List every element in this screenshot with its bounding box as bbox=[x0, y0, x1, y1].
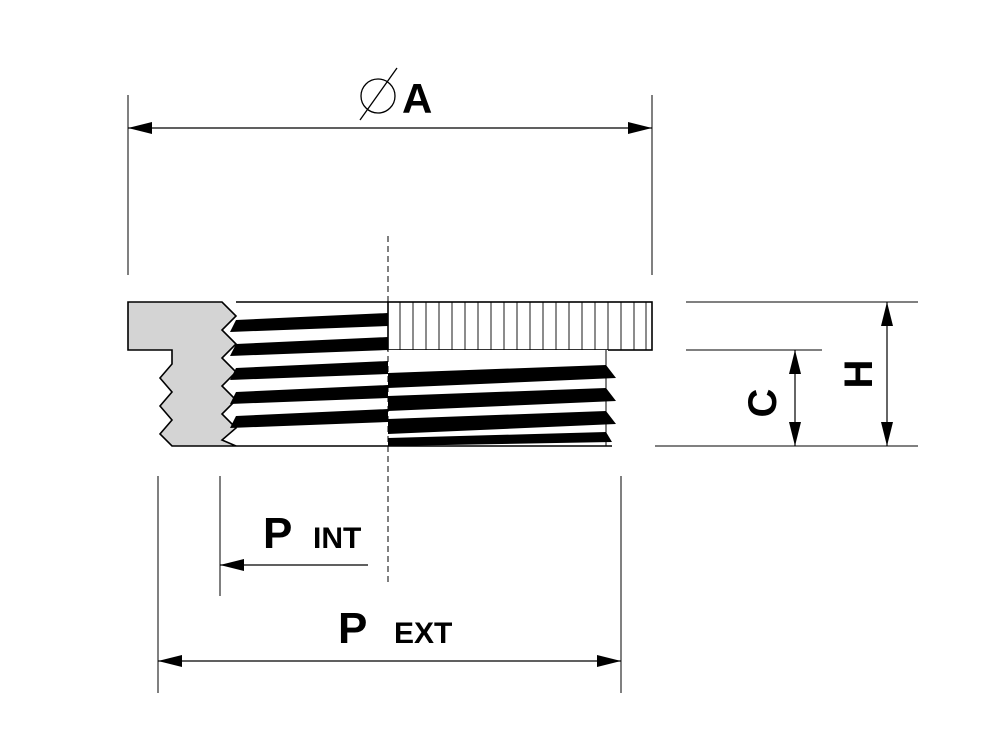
label-a: A bbox=[402, 75, 432, 122]
dimension-p-ext: P EXT bbox=[157, 476, 622, 693]
label-p-ext: P bbox=[338, 604, 367, 653]
label-p-int-sub: INT bbox=[313, 522, 361, 555]
label-p-int: P bbox=[263, 509, 292, 558]
cross-section-left bbox=[127, 301, 238, 447]
dimension-h: H bbox=[655, 301, 918, 447]
dimension-p-int: P INT bbox=[219, 476, 368, 596]
label-c: C bbox=[741, 389, 785, 418]
internal-thread bbox=[230, 301, 388, 447]
dimension-a: A bbox=[127, 67, 653, 275]
dimension-c: C bbox=[686, 349, 822, 446]
label-p-ext-sub: EXT bbox=[394, 617, 452, 650]
diameter-symbol-icon bbox=[359, 67, 398, 121]
knurled-head bbox=[387, 301, 653, 351]
label-h: H bbox=[837, 360, 881, 389]
external-thread bbox=[388, 350, 616, 447]
part-body bbox=[127, 236, 653, 584]
